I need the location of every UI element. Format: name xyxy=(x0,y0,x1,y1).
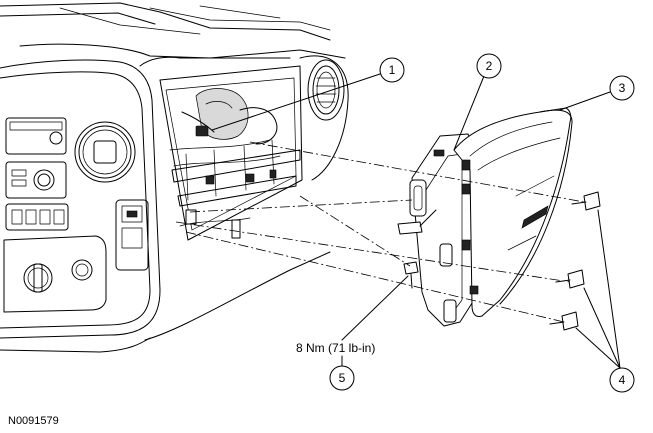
callout-3-number: 3 xyxy=(619,81,626,95)
callout-2: 2 xyxy=(476,53,502,79)
callout-1-number: 1 xyxy=(389,63,396,77)
callout-leaders xyxy=(211,73,621,369)
callout-3: 3 xyxy=(609,75,635,101)
callout-4-number: 4 xyxy=(619,373,626,387)
glove-box-assembly xyxy=(397,107,573,327)
screw-middle xyxy=(555,269,585,289)
callout-4: 4 xyxy=(609,367,635,393)
callout-2-number: 2 xyxy=(486,59,493,73)
callout-5: 5 xyxy=(329,365,355,391)
callout-5-number: 5 xyxy=(339,371,346,385)
screw-lower xyxy=(549,311,579,331)
torque-spec-label: 8 Nm (71 lb-in) xyxy=(296,341,375,355)
instrument-panel xyxy=(0,2,346,353)
callout-1: 1 xyxy=(379,57,405,83)
air-vent xyxy=(299,55,349,181)
alignment-lines xyxy=(175,141,585,323)
bolt-bottom xyxy=(403,261,419,289)
figure-id: N0091579 xyxy=(8,415,59,427)
glove-box-opening xyxy=(159,65,303,241)
screw-upper xyxy=(571,191,601,211)
